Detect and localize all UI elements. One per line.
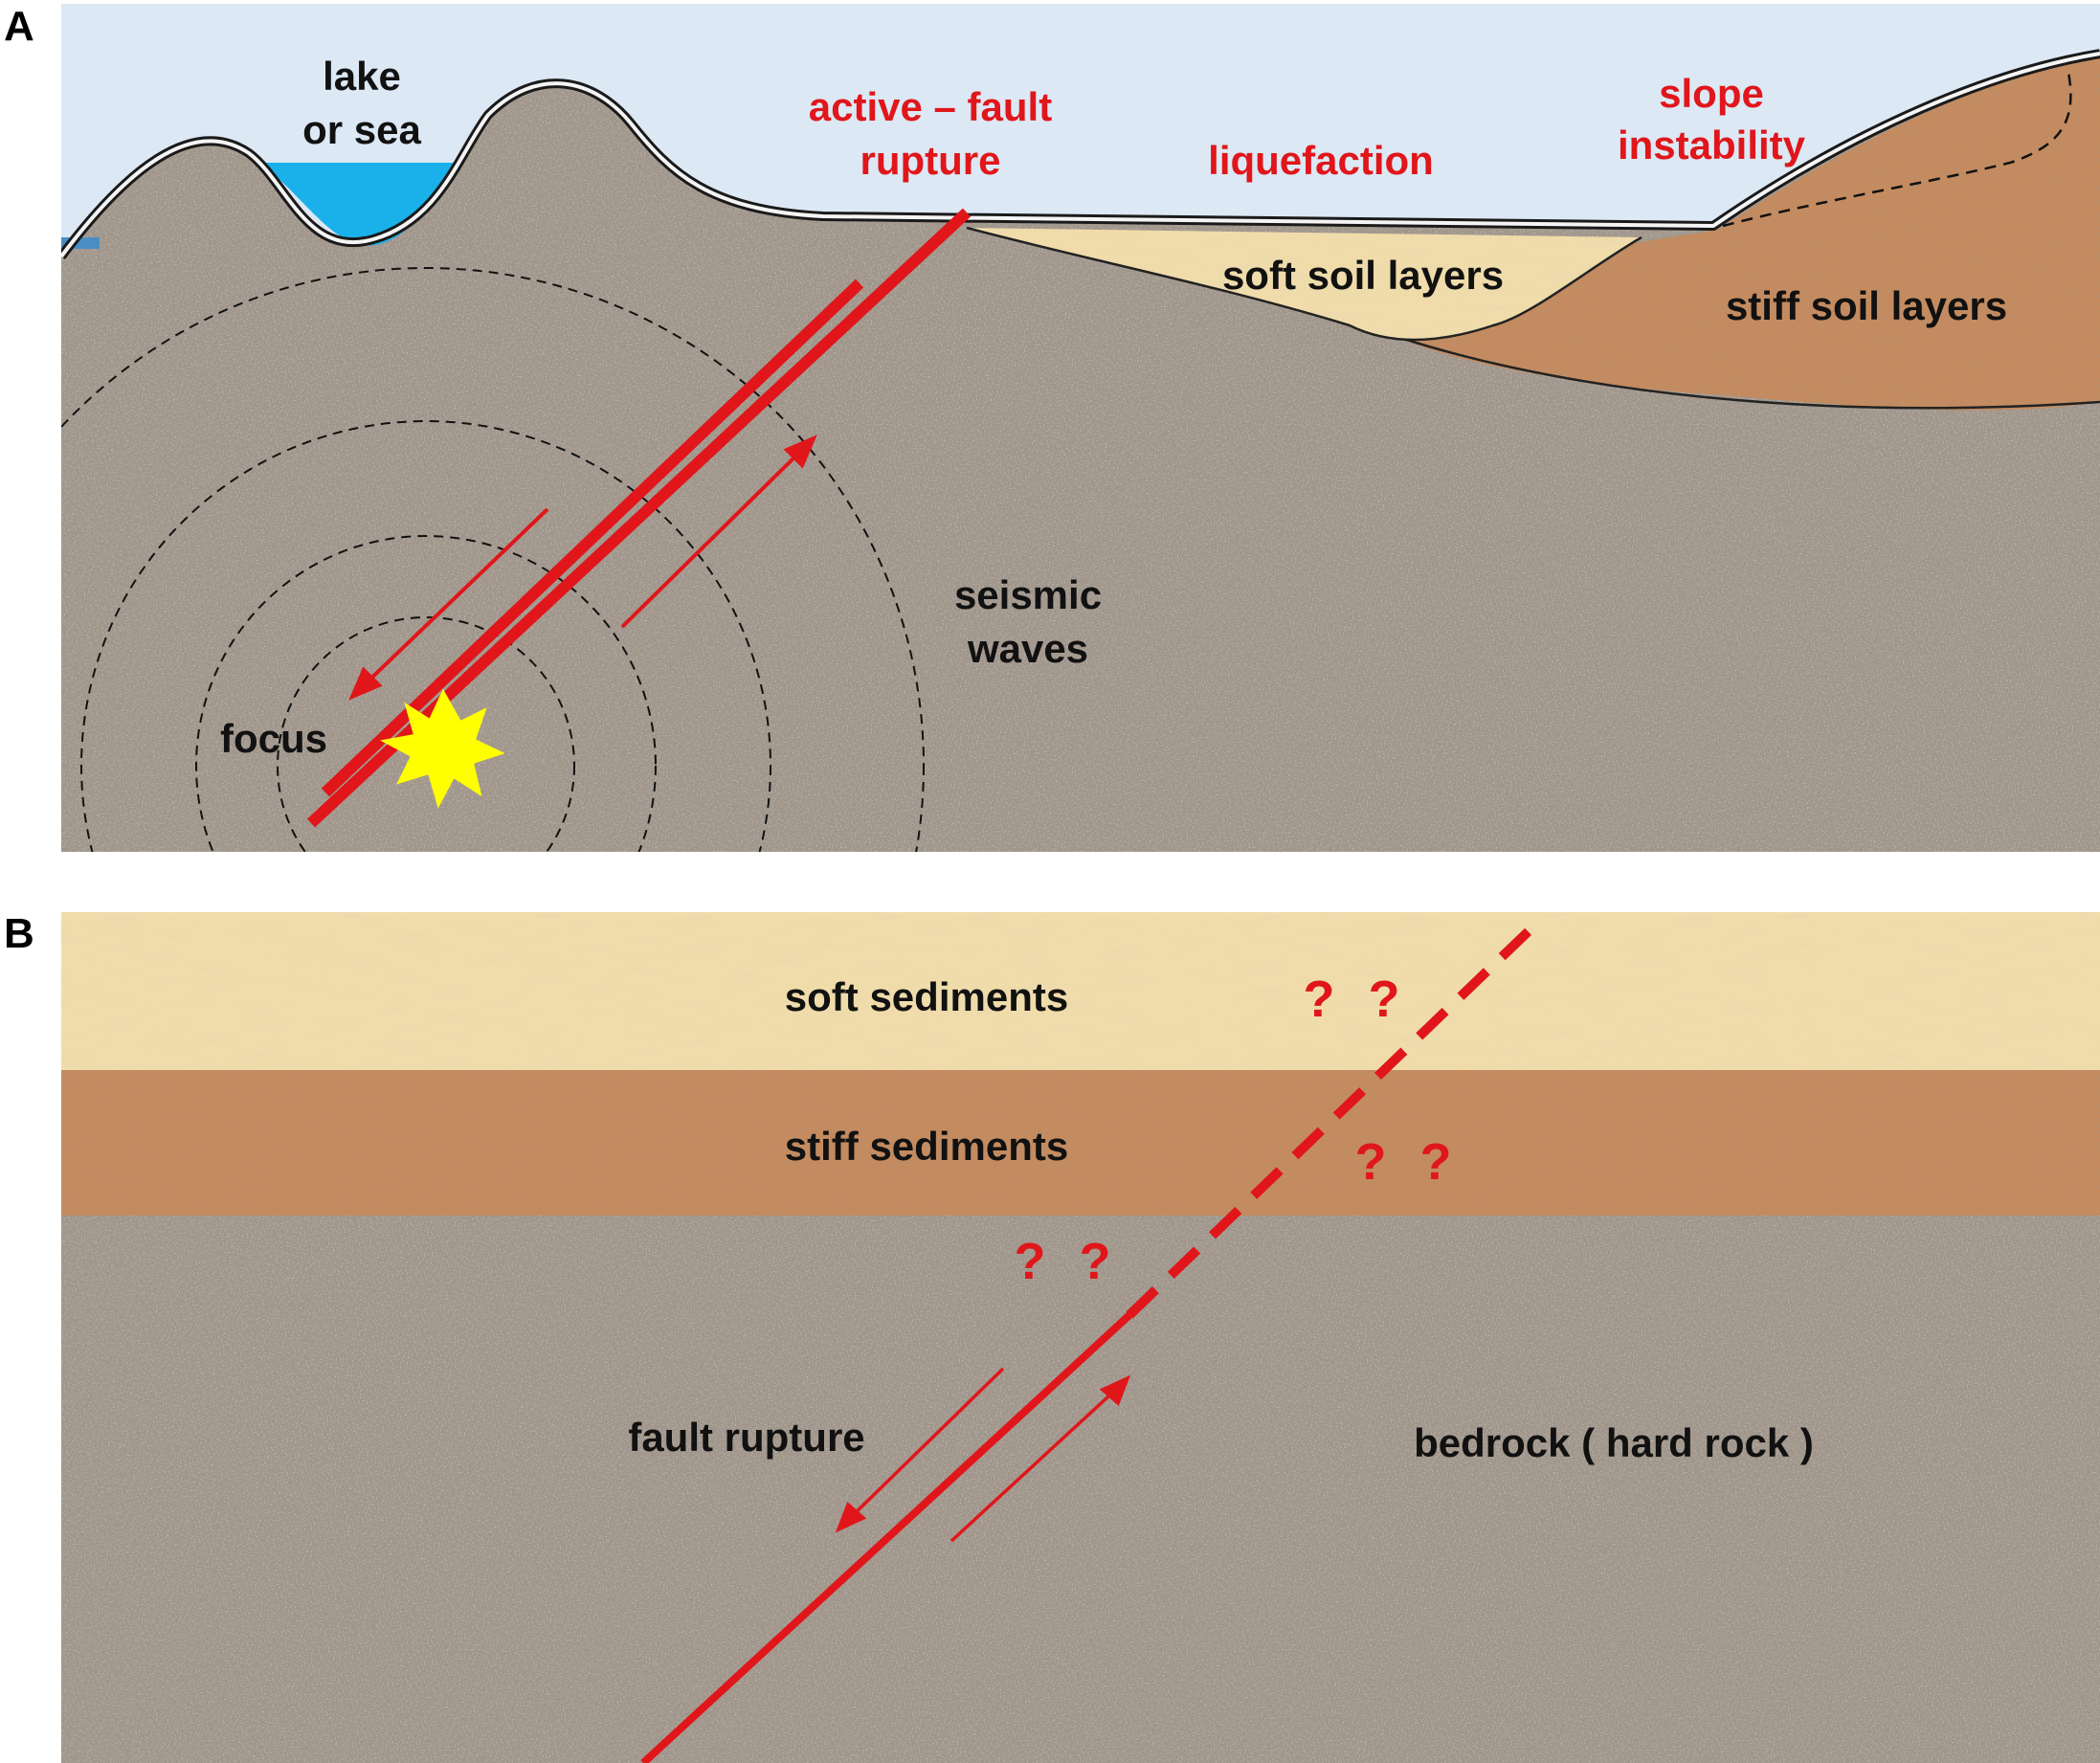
seismic-wave-ring (80, 420, 771, 852)
soft-sediments-texture (61, 912, 2100, 1070)
slip-arrow-down-b (844, 1367, 1005, 1524)
label-waves: waves (967, 626, 1088, 671)
seismic-wave-ring (277, 616, 575, 852)
stiff-sediments-texture (61, 1070, 2100, 1216)
stiff-soil-boundary (1396, 335, 2100, 410)
soft-soil-boundary (966, 226, 1642, 342)
label-focus: focus (220, 716, 327, 761)
label-seismic: seismic (954, 572, 1102, 617)
seismic-wave-ring (61, 267, 925, 852)
slip-arrow-up-head (783, 435, 817, 469)
question-mark: ? (1355, 1133, 1387, 1191)
label-soft-soil-layers: soft soil layers (1222, 253, 1504, 298)
label-stiff-soil-layers: stiff soil layers (1726, 283, 2007, 328)
label-stiff-sediments: stiff sediments (785, 1124, 1068, 1169)
question-mark: ? (1015, 1233, 1046, 1290)
fault-line-parallel (321, 279, 864, 797)
slip-arrow-up-b (949, 1384, 1122, 1543)
fault-rupture-solid (640, 1312, 1132, 1763)
panel-a (61, 4, 2100, 852)
label-fault-rupture: fault rupture (628, 1415, 864, 1460)
slip-arrow-down-head (348, 666, 383, 701)
slip-arrow-down-b-head (835, 1502, 867, 1533)
label-active-fault: active – fault (809, 84, 1052, 129)
panel-b-slip-arrows (835, 1367, 1131, 1543)
panel-b-letter: B (4, 910, 34, 957)
seismic-wave-rings (61, 267, 925, 852)
label-rupture: rupture (860, 138, 1001, 183)
label-slope: slope (1659, 71, 1764, 116)
label-or-sea: or sea (302, 107, 421, 152)
panel-a-letter: A (4, 3, 34, 50)
panel-a-slip-arrows (348, 435, 817, 701)
panel-b-labels: B soft sediments stiff sediments fault r… (4, 910, 1814, 1465)
soft-soil-texture (967, 228, 1642, 340)
label-soft-sediments: soft sediments (785, 974, 1068, 1019)
seismic-wave-ring (195, 535, 657, 852)
panel-a-labels: A lake or sea active – fault rupture liq… (4, 3, 2007, 761)
question-mark: ? (1080, 1233, 1111, 1290)
stiff-soil-texture (1397, 56, 2100, 411)
panel-b (61, 912, 2100, 1763)
question-mark: ? (1304, 971, 1335, 1028)
question-mark: ? (1369, 971, 1400, 1028)
label-lake: lake (323, 54, 401, 99)
slip-arrow-up (620, 446, 806, 629)
question-mark: ? (1420, 1133, 1452, 1191)
slip-arrow-down (360, 507, 549, 689)
slope-slip-line (1722, 66, 2072, 228)
label-liquefaction: liquefaction (1208, 138, 1434, 183)
label-bedrock: bedrock ( hard rock ) (1414, 1420, 1814, 1465)
ground-surface-inner (61, 52, 2100, 258)
fault-rupture-projected (1126, 925, 1535, 1319)
focus-starburst (379, 688, 505, 809)
label-instability: instability (1618, 123, 1806, 167)
bedrock-texture-light (61, 1216, 2100, 1763)
slip-arrow-up-b-head (1099, 1374, 1131, 1406)
